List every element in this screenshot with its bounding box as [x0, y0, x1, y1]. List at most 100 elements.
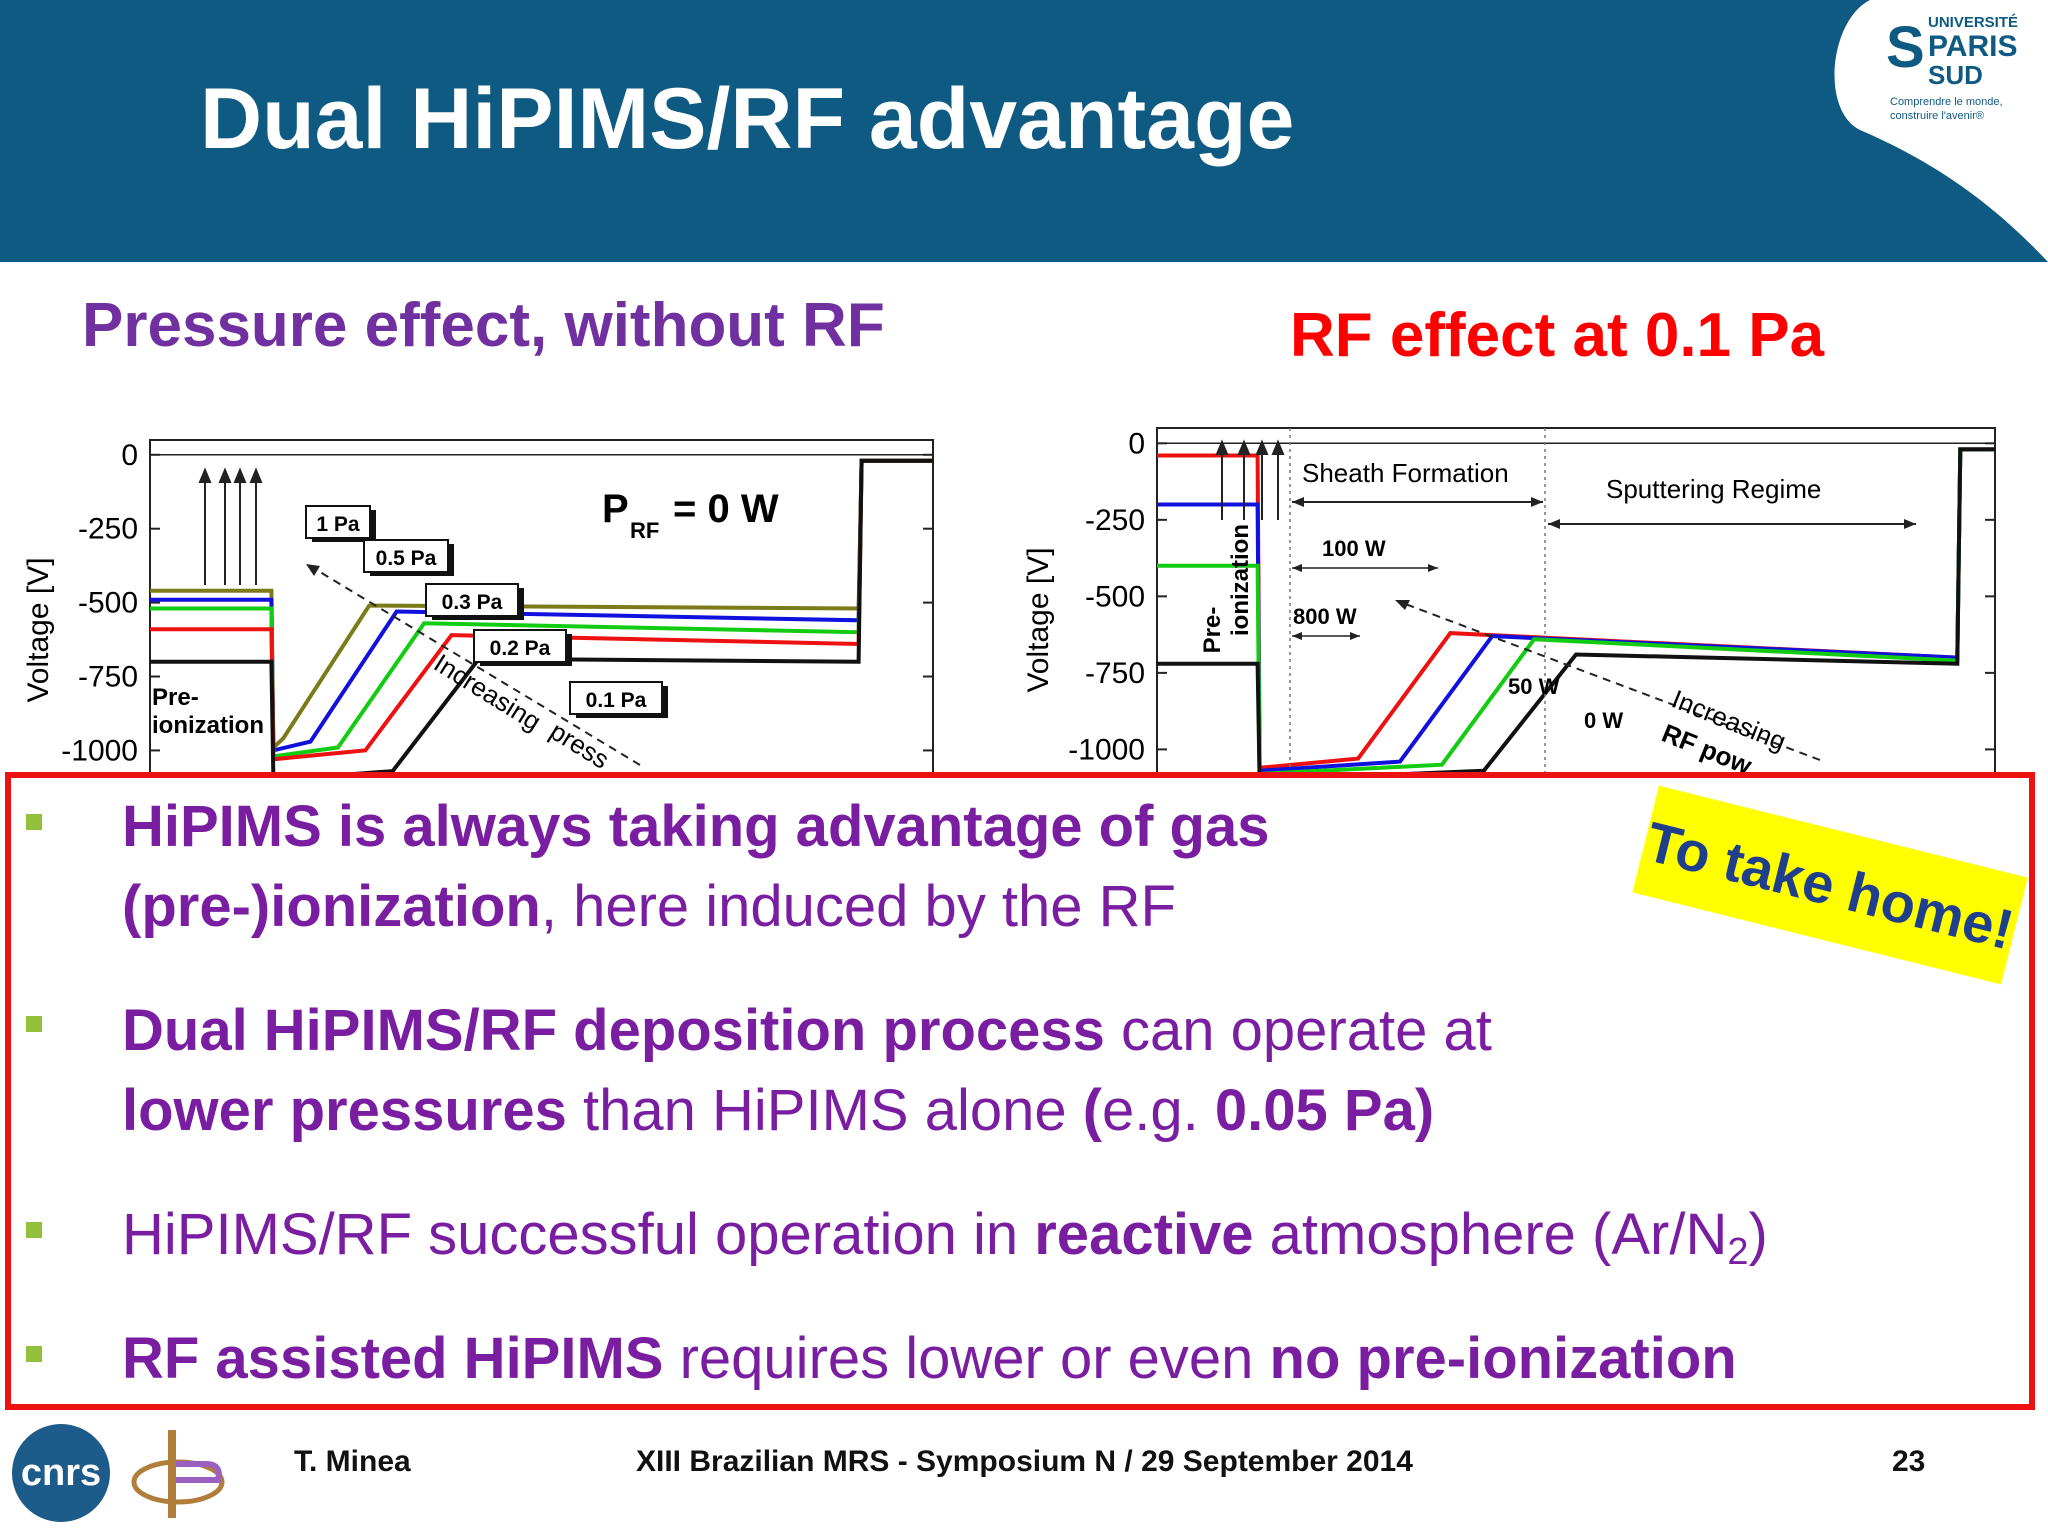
series-line-0-W	[1157, 447, 1995, 780]
preionization-arrows	[198, 467, 263, 585]
pressure-effect-chart: 0-250-500-750-1000 Voltage [V] Pre- ioni…	[22, 439, 934, 780]
power-label-800w: 800 W	[1293, 604, 1357, 629]
y-tick-label: -250	[1085, 504, 1145, 537]
takeaway-2-rest: can operate at	[1104, 998, 1492, 1063]
y-axis-label: Voltage [V]	[22, 557, 55, 702]
arrowhead-icon	[1292, 564, 1302, 572]
takeaway-1-line-2: (pre-)ionization, here induced by the RF	[122, 866, 1176, 948]
plot-frame	[1156, 427, 1996, 780]
takeaway-4-line: RF assisted HiPIMS requires lower or eve…	[122, 1318, 1737, 1400]
takeaway-4-rest: requires lower or even	[663, 1326, 1270, 1391]
logo-tagline-2: construire l'avenir®	[1890, 110, 1984, 122]
series-line-800-W	[1157, 447, 1995, 770]
slide-title: Dual HiPIMS/RF advantage	[200, 71, 1295, 167]
svg-text:1 Pa: 1 Pa	[316, 513, 360, 536]
rf-effect-chart: 0 -250 -500 -750 -1000 Voltage [V] Sheath Fo…	[1022, 427, 1996, 780]
svg-text:0.2 Pa: 0.2 Pa	[490, 637, 551, 660]
logo-tagline-1: Comprendre le monde,	[1890, 96, 2003, 108]
series-line-100-W	[1157, 447, 1995, 773]
prf-subscript: RF	[630, 518, 659, 543]
arrowhead-icon	[1395, 600, 1410, 610]
logo-paris: PARIS	[1928, 30, 2018, 63]
left-subtitle: Pressure effect, without RF	[82, 291, 885, 360]
footer-author: T. Minea	[294, 1445, 411, 1478]
pressure-label-1pa: 1 Pa	[305, 505, 376, 542]
bullet-marker	[26, 814, 42, 830]
arrowhead-icon	[1292, 632, 1302, 640]
arrowhead-icon	[1548, 519, 1560, 529]
pressure-label-03pa: 0.3 Pa	[425, 583, 524, 620]
svg-text:0.1 Pa: 0.1 Pa	[586, 689, 647, 712]
takeaway-2-line-2: lower pressures than HiPIMS alone (e.g. …	[122, 1070, 1434, 1152]
left-preionization-1: Pre-	[152, 684, 199, 711]
arrowhead-icon	[1350, 632, 1360, 640]
takeaway-1-rest: , here induced by the RF	[540, 874, 1176, 939]
footer-event: XIII Brazilian MRS - Symposium N / 29 Se…	[636, 1445, 1413, 1478]
y-tick-label: -500	[1085, 580, 1145, 613]
y-tick-label: 0	[1128, 427, 1145, 460]
takeaway-3-end: )	[1748, 1202, 1768, 1267]
right-preionization-2: ionization	[1227, 524, 1254, 636]
y-axis-label: Voltage [V]	[1022, 547, 1055, 692]
increasing-pressure-label-2: press	[545, 716, 615, 775]
logo-university: UNIVERSITÉ	[1928, 14, 2019, 31]
sheath-formation-label: Sheath Formation	[1302, 458, 1509, 488]
prf-value: = 0 W	[673, 487, 779, 531]
takeaway-3-post: atmosphere (Ar/N	[1253, 1202, 1728, 1267]
takeaway-3-bold: reactive	[1034, 1202, 1254, 1267]
takeaway-2-bold-2: lower pressures	[122, 1078, 567, 1143]
sputtering-regime-label: Sputtering Regime	[1606, 474, 1821, 504]
takeaway-1-bold-2: (pre-)ionization	[122, 874, 541, 939]
takeaway-4-bold: RF assisted HiPIMS	[122, 1326, 664, 1391]
takeaway-2-bold: Dual HiPIMS/RF deposition process	[122, 998, 1105, 1063]
y-tick-label: -750	[1085, 657, 1145, 690]
footer-page-number: 23	[1892, 1445, 1926, 1478]
series-line-01-Pa	[150, 458, 933, 780]
takeaway-3-subscript: 2	[1727, 1231, 1749, 1273]
power-label-0w: 0 W	[1584, 708, 1623, 733]
arrowhead-icon	[1904, 519, 1916, 529]
arrowhead-icon	[1428, 564, 1438, 572]
prf-label: P	[602, 487, 629, 531]
paren-close: )	[1414, 1078, 1435, 1143]
paren-open: (	[1082, 1078, 1103, 1143]
y-tick-label: -1000	[1068, 733, 1145, 766]
logo-s-mark: S	[1886, 15, 1925, 80]
series-line-50-W	[1157, 447, 1995, 777]
eg-text: e.g.	[1102, 1078, 1215, 1143]
takeaway-3-pre: HiPIMS/RF successful operation in	[122, 1202, 1035, 1267]
header-bar	[0, 0, 2048, 262]
y-tick-label: -250	[78, 513, 138, 546]
pressure-label-02pa: 0.2 Pa	[473, 629, 572, 666]
lpgp-logo	[131, 1430, 225, 1518]
takeaway-2-rest-2: than HiPIMS alone	[566, 1078, 1083, 1143]
university-logo: S UNIVERSITÉ PARIS SUD Comprendre le mon…	[1820, 0, 2048, 262]
right-subtitle: RF effect at 0.1 Pa	[1290, 301, 1825, 370]
takeaway-1-bold: HiPIMS is always taking advantage of gas	[122, 794, 1270, 859]
logo-sud: SUD	[1928, 60, 1983, 90]
power-label-50w: 50 W	[1508, 674, 1560, 699]
y-tick-label: -1000	[61, 734, 138, 767]
svg-text:0.3 Pa: 0.3 Pa	[442, 591, 503, 614]
arrowhead-icon	[1292, 497, 1304, 507]
bullet-marker	[26, 1222, 42, 1238]
bullet-marker	[26, 1016, 42, 1032]
takeaway-4-bold-2: no pre-ionization	[1269, 1326, 1737, 1391]
arrowhead-icon	[306, 564, 320, 576]
y-tick-label: -750	[78, 661, 138, 694]
svg-text:0.5 Pa: 0.5 Pa	[376, 547, 437, 570]
preionization-arrows	[1215, 439, 1285, 520]
pressure-label-05pa: 0.5 Pa	[363, 539, 454, 576]
right-preionization-1: Pre-	[1199, 607, 1226, 654]
cnrs-logo: cnrs	[12, 1424, 110, 1522]
power-label-100w: 100 W	[1322, 536, 1386, 561]
takeaway-2-line-1: Dual HiPIMS/RF deposition process can op…	[122, 990, 1492, 1072]
takeaway-1-line-1: HiPIMS is always taking advantage of gas	[122, 786, 1269, 868]
arrowhead-icon	[1531, 497, 1543, 507]
y-tick-label: 0	[121, 439, 138, 472]
pressure-value: 0.05 Pa	[1214, 1078, 1415, 1143]
left-preionization-2: ionization	[152, 712, 264, 739]
pressure-label-01pa: 0.1 Pa	[569, 681, 668, 718]
increasing-rf-power-arrow	[1399, 601, 1821, 761]
bullet-marker	[26, 1346, 42, 1362]
